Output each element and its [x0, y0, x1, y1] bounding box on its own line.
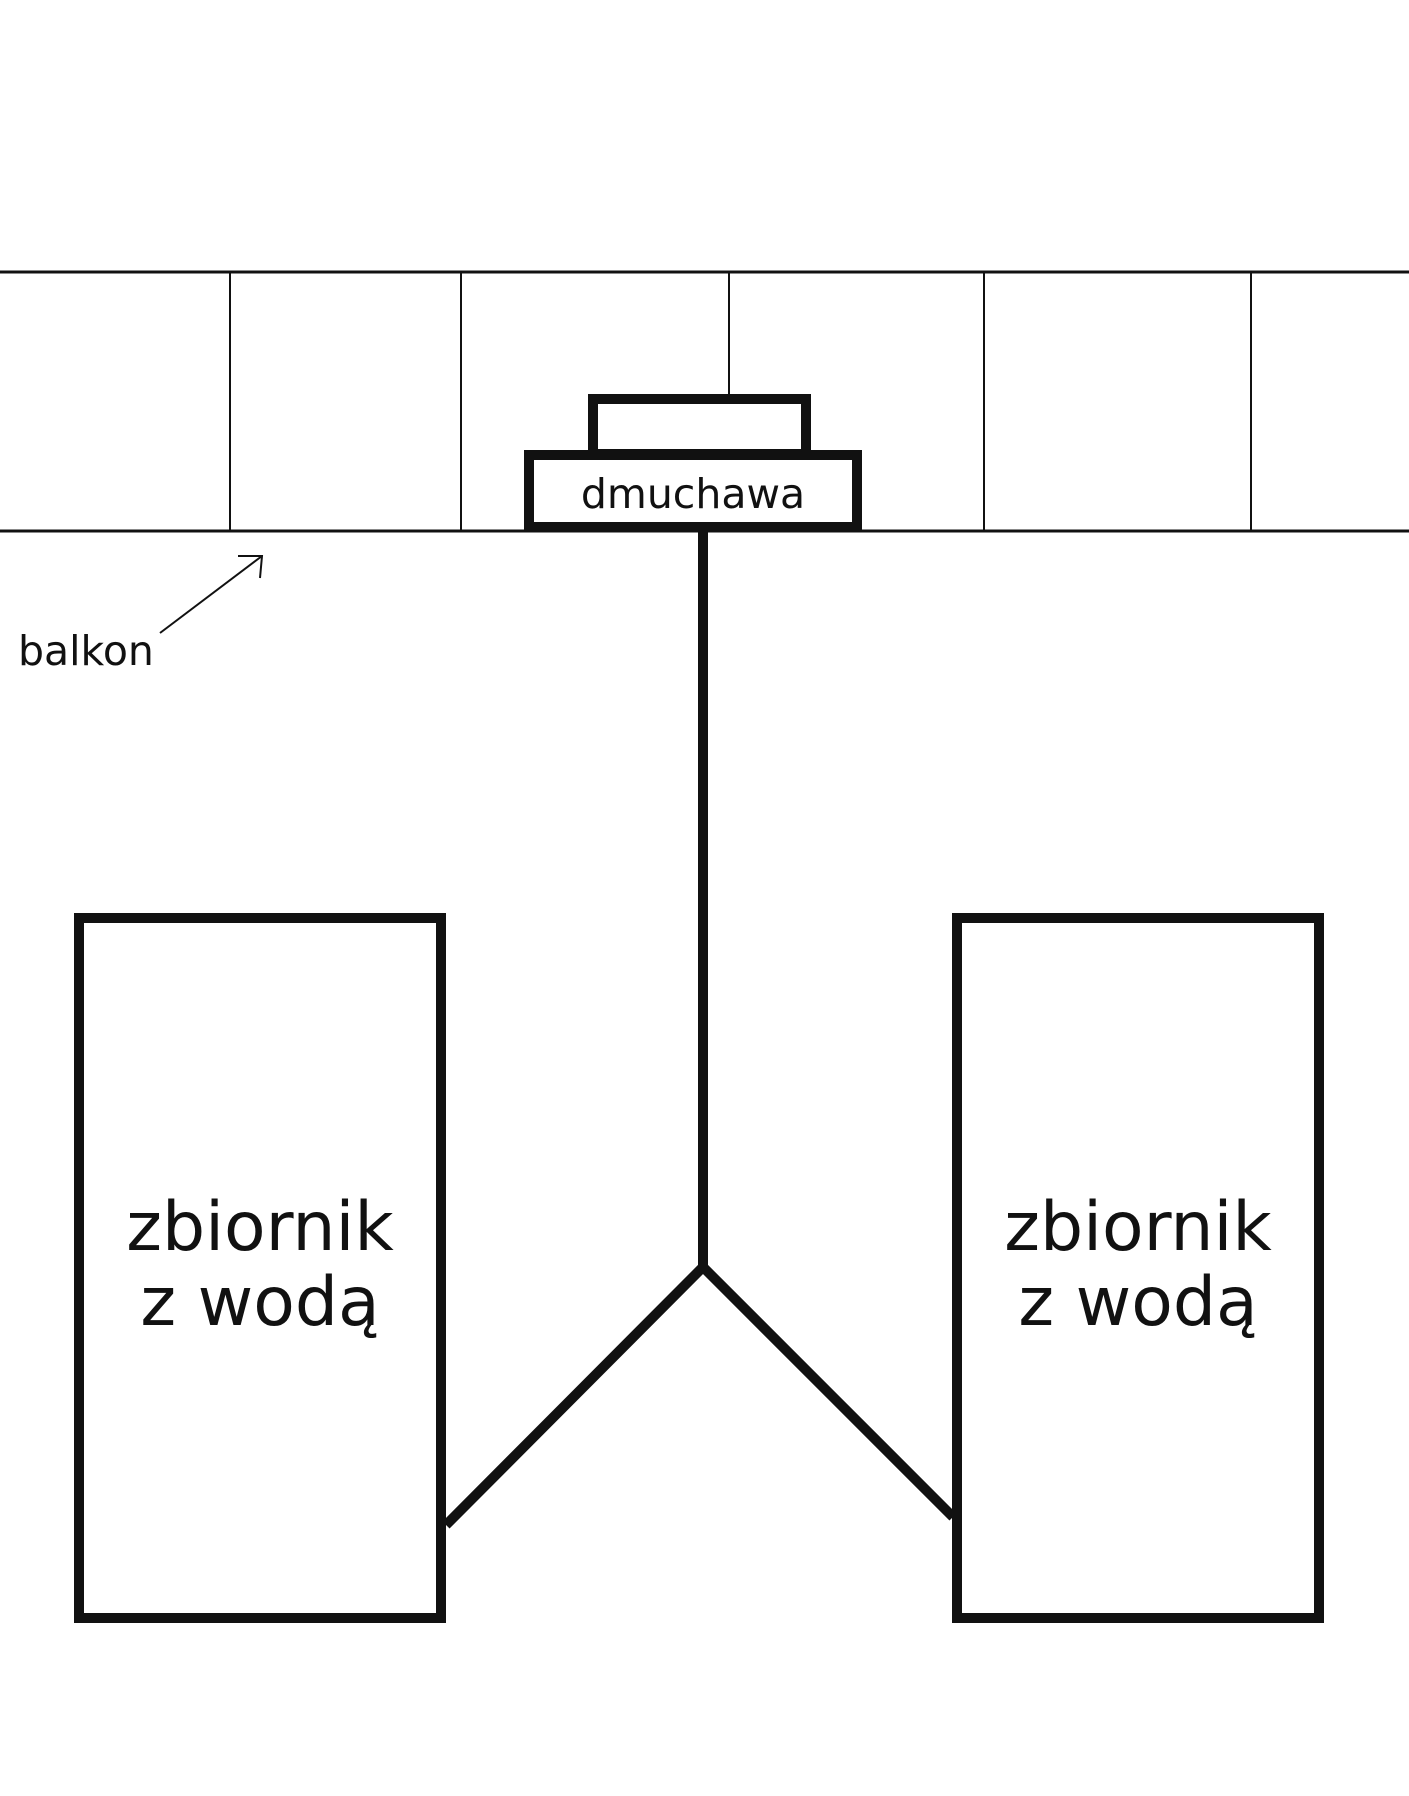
balcony-pointer-arrow	[159, 555, 263, 634]
tank-right-label-line1: zbiornik	[1004, 1188, 1272, 1267]
blower: dmuchawa	[524, 394, 862, 532]
blower-top-box	[588, 394, 811, 459]
blower-label: dmuchawa	[581, 470, 805, 518]
balcony-railing	[0, 270, 1409, 533]
tank-left-label-line2: z wodą	[140, 1263, 379, 1342]
tank-left-body	[74, 913, 446, 1623]
blower-base-box	[524, 450, 862, 532]
tank-right-body	[952, 913, 1324, 1623]
air-pipe	[442, 1259, 957, 1529]
water-tank-right: zbiornik z wodą	[952, 913, 1324, 1623]
balcony-label: balkon	[18, 627, 154, 675]
water-tank-left: zbiornik z wodą	[74, 913, 446, 1623]
tank-right-label-line2: z wodą	[1018, 1263, 1257, 1342]
arrow-head	[238, 555, 264, 579]
balcony-annotation: balkon	[18, 555, 264, 675]
tank-left-label-line1: zbiornik	[126, 1188, 394, 1267]
